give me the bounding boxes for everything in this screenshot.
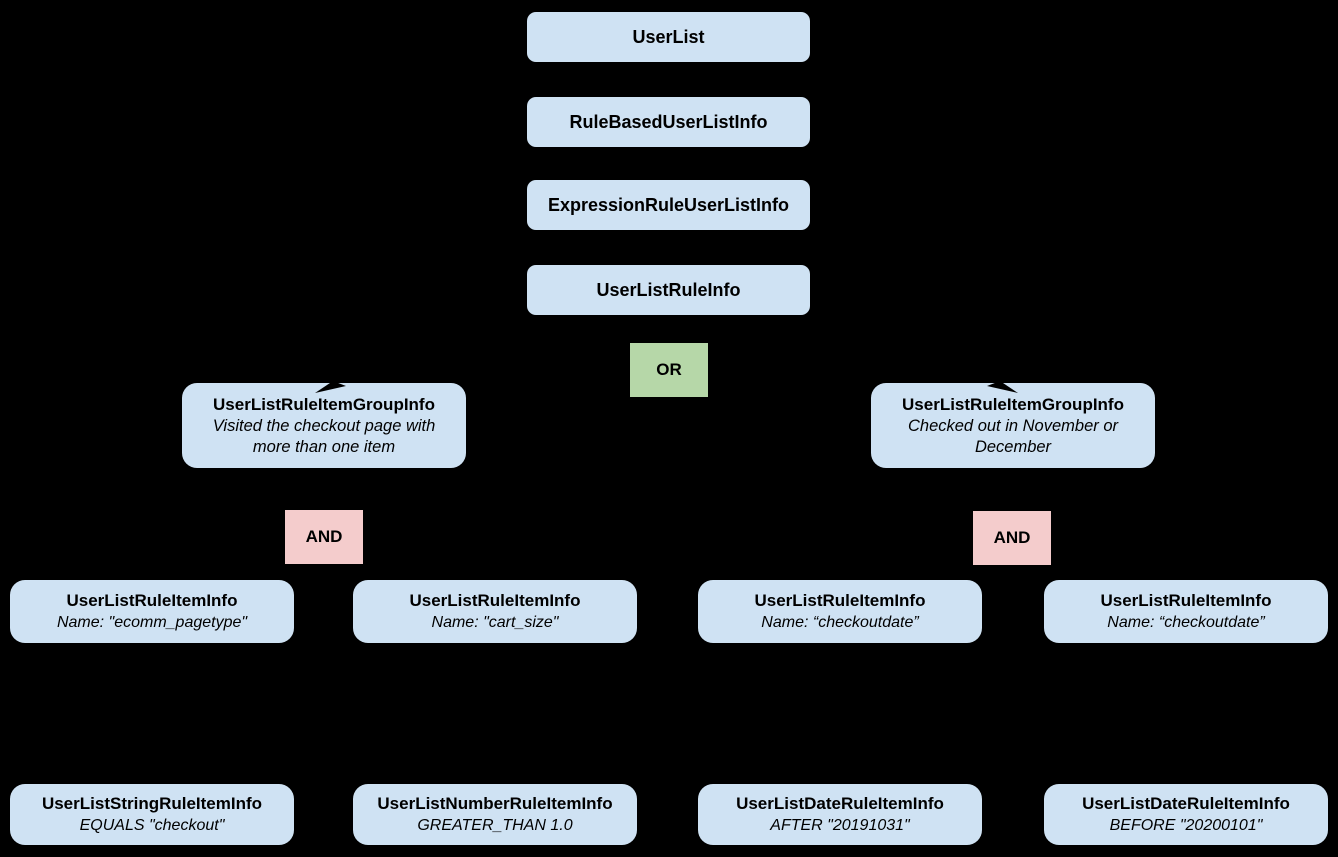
- leaf-node-string-rule-item: UserListStringRuleItemInfo EQUALS "check…: [10, 784, 294, 845]
- node-label: RuleBasedUserListInfo: [569, 112, 768, 132]
- leaf-node-number-rule-item: UserListNumberRuleItemInfo GREATER_THAN …: [353, 784, 637, 845]
- leaf-node-date-rule-item-before: UserListDateRuleItemInfo BEFORE "2020010…: [1044, 784, 1328, 845]
- node-expression-rule-user-list-info: ExpressionRuleUserListInfo: [527, 180, 810, 230]
- leaf-title: UserListDateRuleItemInfo: [736, 793, 944, 813]
- rule-item-node-checkoutdate-1: UserListRuleItemInfo Name: “checkoutdate…: [698, 580, 982, 643]
- node-user-list-rule-info: UserListRuleInfo: [527, 265, 810, 315]
- leaf-condition: BEFORE "20200101": [1109, 816, 1263, 834]
- rule-item-title: UserListRuleItemInfo: [66, 590, 238, 610]
- rule-item-name: Name: "ecomm_pagetype": [56, 613, 248, 631]
- rule-item-title: UserListRuleItemInfo: [754, 590, 926, 610]
- rule-item-node-ecomm-pagetype: UserListRuleItemInfo Name: "ecomm_pagety…: [10, 580, 294, 643]
- node-user-list: UserList: [527, 12, 810, 62]
- rule-item-node-cart-size: UserListRuleItemInfo Name: "cart_size": [353, 580, 637, 643]
- rule-item-name: Name: “checkoutdate”: [1107, 613, 1265, 631]
- and-operator-left: AND: [285, 510, 363, 564]
- node-rule-based-user-list-info: RuleBasedUserListInfo: [527, 97, 810, 147]
- leaf-node-date-rule-item-after: UserListDateRuleItemInfo AFTER "20191031…: [698, 784, 982, 845]
- group-title: UserListRuleItemGroupInfo: [902, 394, 1124, 414]
- rule-item-node-checkoutdate-2: UserListRuleItemInfo Name: “checkoutdate…: [1044, 580, 1328, 643]
- leaf-title: UserListStringRuleItemInfo: [41, 793, 263, 813]
- leaf-condition: GREATER_THAN 1.0: [417, 816, 573, 834]
- group-description: Checked out in November or December: [907, 416, 1119, 456]
- or-operator-node: OR: [630, 343, 708, 397]
- leaf-condition: AFTER "20191031": [770, 816, 910, 834]
- rule-item-title: UserListRuleItemInfo: [409, 590, 581, 610]
- leaf-title: UserListDateRuleItemInfo: [1082, 793, 1290, 813]
- node-label: UserList: [632, 27, 705, 47]
- group-node-right: UserListRuleItemGroupInfo Checked out in…: [871, 383, 1155, 468]
- group-title: UserListRuleItemGroupInfo: [213, 394, 435, 414]
- group-description: Visited the checkout page with more than…: [212, 416, 436, 456]
- node-label: UserListRuleInfo: [596, 280, 741, 300]
- group-node-left: UserListRuleItemGroupInfo Visited the ch…: [182, 383, 466, 468]
- leaf-title: UserListNumberRuleItemInfo: [377, 793, 613, 813]
- rule-item-name: Name: "cart_size": [431, 613, 559, 631]
- rule-item-name: Name: “checkoutdate”: [761, 613, 919, 631]
- leaf-condition: EQUALS "checkout": [79, 816, 225, 834]
- node-label: ExpressionRuleUserListInfo: [547, 195, 790, 215]
- and-operator-right: AND: [973, 511, 1051, 565]
- rule-item-title: UserListRuleItemInfo: [1100, 590, 1272, 610]
